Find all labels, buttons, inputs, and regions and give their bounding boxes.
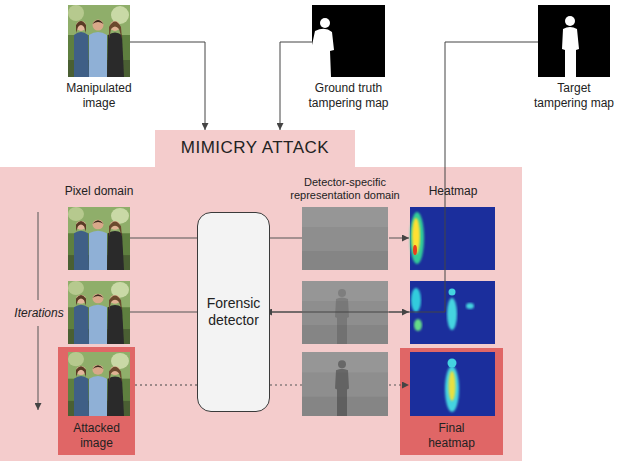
heatmap-blob — [414, 319, 422, 331]
heatmap-image — [410, 207, 495, 270]
node-label: Final heatmap — [422, 421, 482, 450]
connector-arrow — [130, 42, 205, 130]
connector-arrow — [135, 385, 197, 386]
row-arrow — [389, 238, 409, 239]
node-label: Ground truth tampering map — [299, 81, 399, 110]
representation-image — [302, 207, 388, 270]
row-arrow — [389, 385, 409, 386]
heatmap-blob — [449, 371, 456, 401]
representation-image — [302, 352, 388, 416]
node-label: Forensic detector — [202, 295, 265, 329]
heatmap-blob — [411, 288, 421, 312]
column-header: Detector-specific representation domain — [280, 176, 410, 202]
column-header: Heatmap — [413, 184, 493, 198]
detector-box: Forensic detector — [197, 212, 270, 412]
highlight-fill — [400, 348, 503, 455]
iterations-arrow — [38, 326, 39, 410]
heatmap-blob — [412, 218, 420, 254]
pixel-image — [68, 352, 130, 416]
image-with-caption: Manipulated image — [68, 5, 130, 112]
heatmap-blob — [445, 366, 459, 412]
heatmap-blob — [413, 245, 417, 255]
heatmap-image — [410, 352, 495, 416]
iterations-arrow — [38, 212, 39, 300]
heatmap-blob — [449, 289, 456, 296]
tampering-mask — [538, 5, 610, 77]
pixel-image — [68, 207, 130, 270]
heatmap-ground — [410, 207, 495, 270]
highlight-box: Attacked image — [58, 347, 135, 455]
highlight-box: Final heatmap — [400, 348, 503, 455]
manipulated-photo — [68, 5, 130, 77]
node-label: Target tampering map — [530, 81, 618, 110]
tampering-mask — [312, 5, 385, 77]
heatmap-ground — [410, 352, 495, 416]
image-with-caption: Target tampering map — [538, 5, 610, 112]
representation-silhouette — [335, 289, 349, 344]
heatmap-blob — [447, 298, 457, 330]
heatmap-blob — [466, 303, 474, 309]
node-label: Manipulated image — [54, 81, 144, 110]
heatmap-blob — [410, 212, 424, 264]
attack-panel: Forensic detectorAttacked image Final hea… — [0, 130, 522, 461]
image-with-caption: Ground truth tampering map — [312, 5, 385, 112]
column-header: Pixel domain — [54, 184, 144, 198]
connector-arrow — [265, 42, 538, 312]
connector-arrow — [280, 42, 312, 130]
row-line — [130, 238, 197, 239]
row-line — [130, 312, 197, 313]
node-label: Attacked image — [59, 421, 134, 450]
highlight-fill — [58, 347, 135, 455]
pixel-image — [68, 281, 130, 344]
row-line — [270, 385, 302, 386]
row-line — [270, 238, 302, 239]
representation-silhouette — [335, 360, 349, 416]
panel-title: MIMICRY ATTACK — [155, 130, 355, 167]
attack-panel-shape — [0, 130, 522, 461]
axis-label: Iterations — [12, 305, 66, 321]
